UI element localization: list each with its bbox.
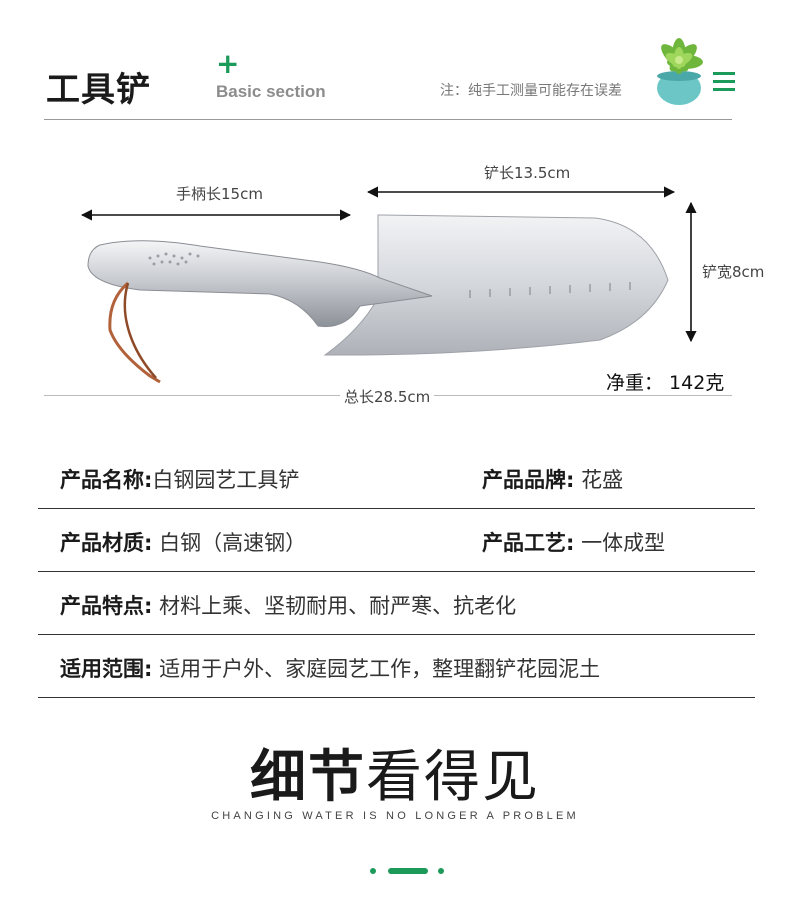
blade-length-label: 铲长13.5cm	[484, 164, 571, 182]
page-title: 工具铲	[46, 70, 151, 110]
spec-row: 产品名称:白钢园艺工具铲 产品品牌: 花盛	[38, 446, 755, 509]
section-label: Basic section	[216, 82, 326, 101]
trowel-handle	[87, 240, 433, 328]
total-length-label: 总长28.5cm	[340, 386, 435, 407]
spec-row: 产品特点: 材料上乘、坚韧耐用、耐严寒、抗老化	[38, 572, 755, 635]
spec-row: 产品材质: 白钢（高速钢） 产品工艺: 一体成型	[38, 509, 755, 572]
spec-key: 产品名称:	[60, 468, 153, 492]
spec-row: 适用范围: 适用于户外、家庭园艺工作，整理翻铲花园泥土	[38, 635, 755, 698]
spec-value: 适用于户外、家庭园艺工作，整理翻铲花园泥土	[159, 657, 601, 681]
spec-value: 白钢园艺工具铲	[152, 468, 300, 492]
header-divider	[44, 119, 732, 120]
plus-icon: +	[216, 47, 240, 80]
details-subtitle: CHANGING WATER IS NO LONGER A PROBLEM	[211, 810, 579, 822]
blade-width-label: 铲宽8cm	[702, 263, 765, 281]
leather-strap	[108, 281, 161, 384]
spec-key: 产品材质:	[60, 531, 153, 555]
trowel-diagram	[80, 186, 697, 384]
spec-value: 一体成型	[581, 531, 666, 555]
trowel-blade	[323, 214, 669, 356]
spec-value: 材料上乘、坚韧耐用、耐严寒、抗老化	[159, 594, 517, 618]
net-weight: 净重： 142克	[606, 372, 725, 394]
spec-key: 产品工艺:	[482, 531, 575, 555]
spec-key: 产品特点:	[60, 594, 153, 618]
details-heading-light: 看得见	[366, 745, 540, 810]
measurement-note: 注：纯手工测量可能存在误差	[440, 83, 622, 99]
spec-value: 花盛	[581, 468, 624, 492]
spec-value: 白钢（高速钢）	[159, 531, 307, 555]
details-heading: 细节看得见	[0, 732, 790, 813]
details-heading-bold: 细节	[250, 745, 366, 810]
menu-icon[interactable]	[713, 72, 735, 94]
spec-key: 适用范围:	[60, 657, 153, 681]
pagination-dots	[370, 866, 450, 876]
handle-length-label: 手柄长15cm	[176, 185, 263, 203]
succulent-pot-icon	[657, 38, 703, 105]
spec-key: 产品品牌:	[482, 468, 575, 492]
